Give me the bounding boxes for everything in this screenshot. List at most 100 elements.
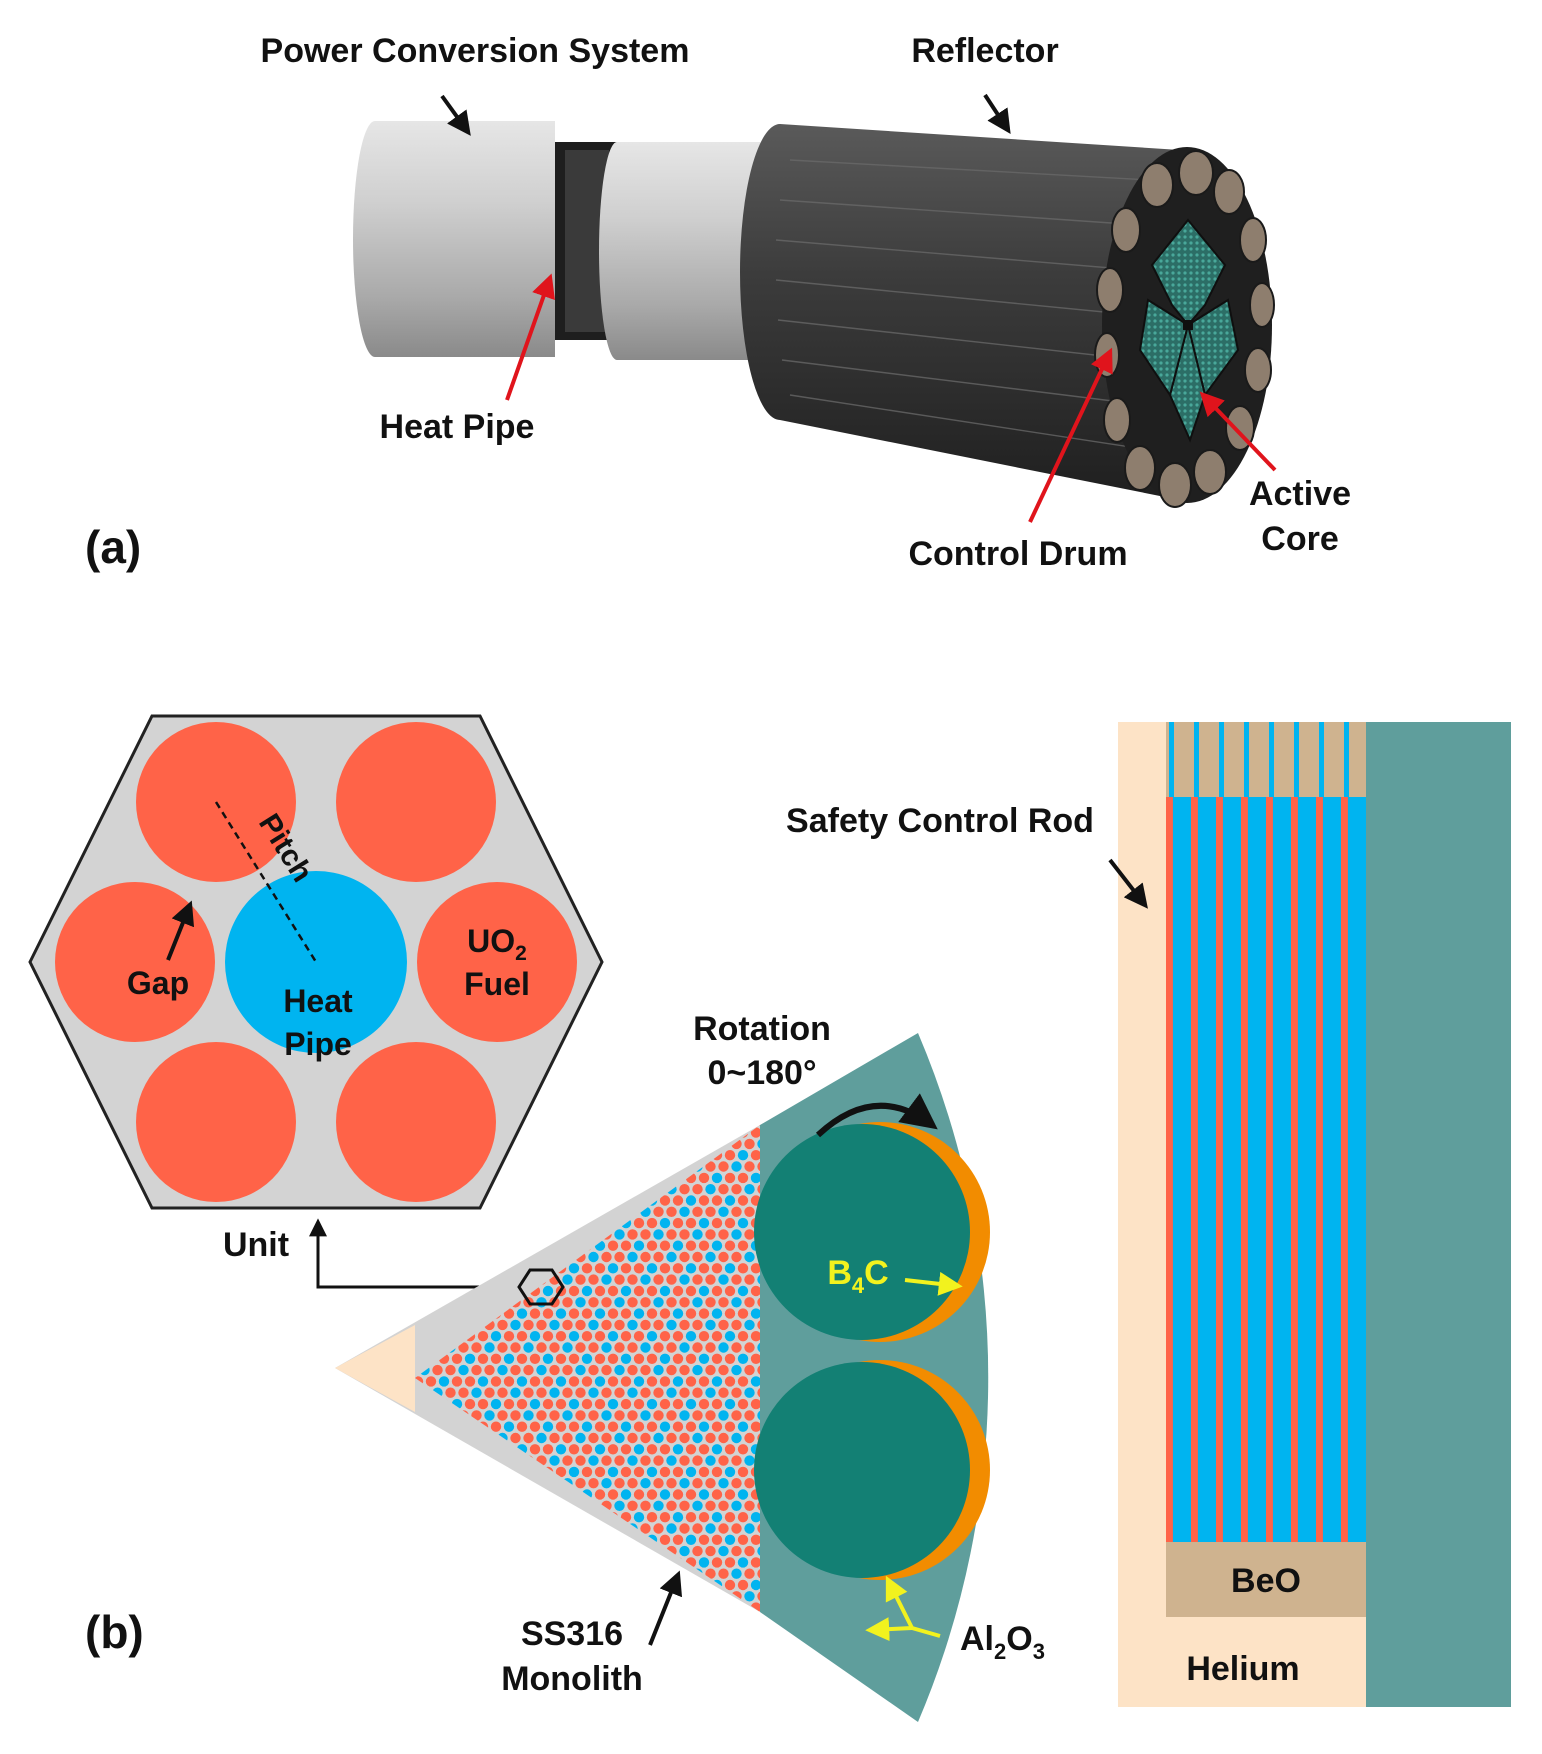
heat-pipe-dot (705, 1319, 716, 1331)
fuel-dot (672, 1421, 684, 1432)
fuel-dot (692, 1125, 703, 1127)
heat-pipe-dot (432, 1251, 443, 1263)
fuel-dot (471, 1342, 482, 1353)
fuel-dot (627, 1432, 638, 1444)
fuel-dot (653, 1138, 664, 1150)
fuel-dot (529, 1421, 541, 1432)
fuel-dot (529, 1240, 541, 1251)
fuel-dot (575, 1138, 586, 1150)
fuel-dot (718, 1523, 729, 1534)
heat-pipe-dot (679, 1274, 690, 1285)
fuel-dot (415, 1489, 424, 1500)
fuel-dot (581, 1534, 593, 1546)
fuel-dot (640, 1455, 651, 1466)
heat-pipe-dot (555, 1308, 567, 1319)
fuel-dot (555, 1150, 567, 1161)
heat-pipe-dot (627, 1455, 638, 1466)
heat-pipe-dot (477, 1240, 489, 1251)
fuel-dot (555, 1602, 567, 1612)
heat-pipe-dot (484, 1614, 494, 1624)
heat-pipe-dot (711, 1376, 723, 1387)
fuel-dot (581, 1602, 593, 1612)
fuel-dot (523, 1432, 534, 1444)
fuel-dot (737, 1240, 749, 1251)
fuel-dot (432, 1545, 443, 1557)
fuel-dot (699, 1105, 709, 1115)
fuel-dot (477, 1557, 489, 1568)
fuel-dot (490, 1217, 502, 1229)
fuel-dot (614, 1251, 625, 1263)
fuel-dot (725, 1105, 735, 1115)
fuel-dot (471, 1568, 482, 1579)
fuel-dot (510, 1432, 521, 1444)
fuel-dot (529, 1376, 541, 1387)
fuel-dot (451, 1512, 463, 1523)
fuel-dot (536, 1545, 547, 1557)
power-conversion-system-cylinder (353, 121, 760, 360)
heat-pipe-dot (712, 1105, 722, 1115)
heat-pipe-dot (666, 1387, 677, 1398)
fuel-dot (588, 1297, 599, 1308)
fuel-dot (464, 1512, 476, 1523)
fuel-dot (731, 1478, 742, 1489)
fuel-dot (588, 1478, 599, 1489)
fuel-dot (432, 1274, 443, 1285)
fuel-dot (549, 1410, 560, 1421)
heat-pipe-dot (536, 1297, 547, 1308)
fuel-pin (336, 1042, 496, 1202)
heat-pipe-dot (588, 1125, 599, 1127)
fuel-dot (536, 1138, 547, 1150)
heat-pipe-dot (529, 1127, 541, 1138)
heat-pipe-dot (445, 1545, 456, 1557)
fuel-dot (679, 1455, 690, 1466)
heat-pipe-dot (646, 1602, 658, 1612)
heat-pipe-dot (692, 1297, 703, 1308)
fuel-dot (698, 1263, 710, 1274)
heat-pipe-dot (516, 1172, 528, 1184)
heat-pipe-dot (516, 1579, 528, 1591)
fuel-dot (731, 1206, 742, 1218)
fuel-dot (497, 1410, 508, 1421)
fuel-dot (568, 1376, 580, 1387)
fuel-dot (627, 1138, 638, 1150)
fuel-dot (672, 1285, 684, 1297)
fuel-dot (607, 1489, 619, 1500)
heat-pipe-dot (529, 1195, 541, 1206)
heat-pipe-dot (497, 1500, 508, 1512)
control-drum-circle (1158, 462, 1192, 508)
fuel-dot (607, 1308, 619, 1319)
heat-pipe-dot (523, 1138, 534, 1150)
fuel-dot (750, 1331, 760, 1342)
heat-pipe-dot (458, 1364, 469, 1376)
fuel-dot (692, 1138, 703, 1150)
fuel-dot (705, 1274, 716, 1285)
heat-pipe-dot (620, 1557, 632, 1568)
heat-pipe-dot (659, 1150, 671, 1161)
fuel-dot (672, 1466, 684, 1478)
fuel-dot (510, 1614, 520, 1624)
fuel-dot (445, 1568, 456, 1579)
fuel-dot (685, 1150, 697, 1161)
active-core-label-line2: Core (1261, 520, 1338, 558)
heat-pipe-dot (549, 1455, 560, 1466)
fuel-dot (497, 1591, 508, 1602)
fuel-dot (503, 1331, 515, 1342)
fuel-dot (737, 1398, 749, 1410)
fuel-dot (445, 1251, 456, 1263)
heat-pipe-dot (718, 1274, 729, 1285)
fuel-dot (679, 1432, 690, 1444)
fuel-dot (718, 1432, 729, 1444)
fuel-dot (588, 1410, 599, 1421)
fuel-dot (445, 1364, 456, 1376)
heat-pipe-dot (516, 1308, 528, 1319)
fuel-dot (542, 1602, 554, 1612)
fuel-dot (562, 1432, 573, 1444)
fuel-dot (588, 1545, 599, 1557)
fuel-dot (529, 1489, 541, 1500)
fuel-dot (415, 1432, 417, 1444)
fuel-dot (718, 1455, 729, 1466)
fuel-dot (698, 1240, 710, 1251)
fuel-dot (692, 1614, 702, 1624)
control-drum-lower (754, 1360, 990, 1580)
heat-pipe-dot (737, 1353, 749, 1365)
